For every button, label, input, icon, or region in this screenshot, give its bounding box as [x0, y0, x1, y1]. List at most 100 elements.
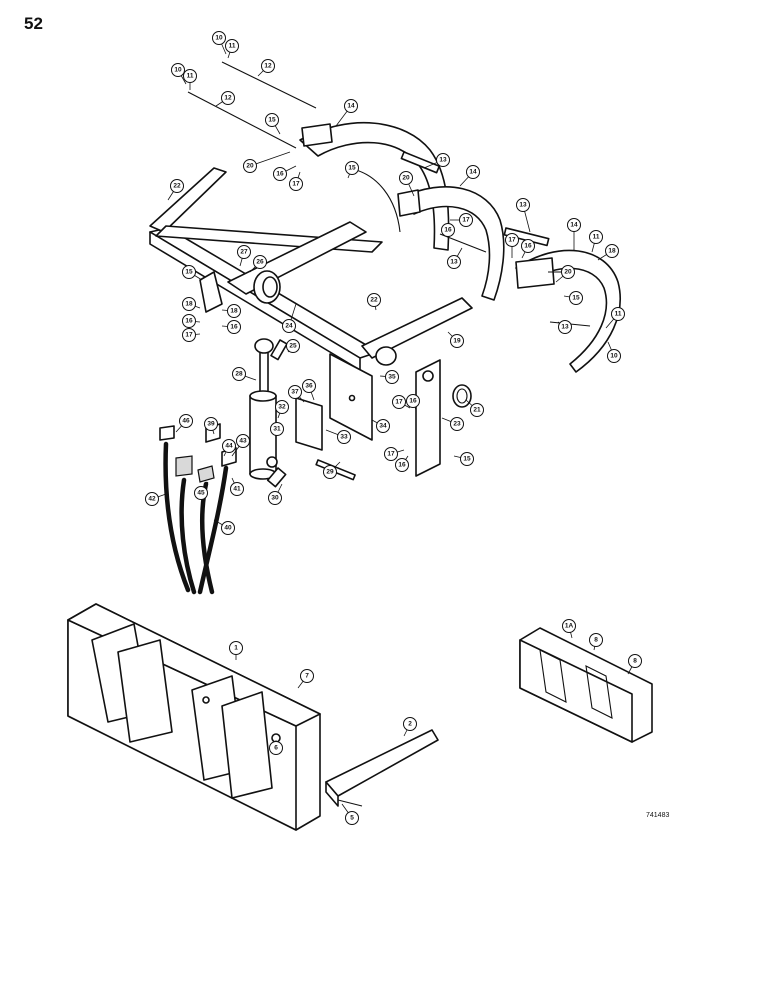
- callout-circle: [182, 265, 196, 279]
- callout-17: 17: [384, 447, 405, 461]
- callout-label: 45: [197, 490, 205, 497]
- callout-circle: [269, 741, 283, 755]
- callout-41: 41: [230, 477, 244, 496]
- callout-leader-line: [249, 151, 291, 167]
- callout-label: 27: [240, 249, 248, 256]
- callout-21: 21: [465, 399, 484, 417]
- callout-circle: [261, 59, 275, 73]
- callout-label: 30: [271, 495, 279, 502]
- callout-label: 10: [215, 35, 223, 42]
- callout-10: 10: [171, 63, 187, 85]
- callout-7: 7: [297, 669, 314, 689]
- callout-label: 16: [185, 318, 193, 325]
- callout-label: 43: [239, 438, 247, 445]
- callout-circle: [561, 265, 575, 279]
- callout-circle: [460, 452, 474, 466]
- callout-17: 17: [289, 171, 303, 191]
- callout-circle: [289, 177, 303, 191]
- callout-circle: [628, 654, 642, 668]
- callout-40: 40: [213, 519, 235, 535]
- page-number: 52: [24, 14, 43, 33]
- callout-43: 43: [231, 434, 250, 457]
- callout-22: 22: [167, 179, 184, 201]
- bucket-small: [519, 627, 653, 743]
- callout-circle: [392, 395, 406, 409]
- callout-31: 31: [270, 422, 284, 436]
- callout-15: 15: [182, 265, 203, 281]
- callout-label: 17: [462, 217, 470, 224]
- callout-25: 25: [286, 339, 300, 353]
- callout-label: 42: [148, 496, 156, 503]
- callout-circle: [466, 165, 480, 179]
- callout-circle: [227, 304, 241, 318]
- callout-37: 37: [288, 385, 305, 403]
- callout-label: 22: [370, 297, 378, 304]
- callout-label: 29: [326, 469, 334, 476]
- callout-circle: [589, 230, 603, 244]
- callout-28: 28: [232, 367, 257, 381]
- callout-14: 14: [567, 218, 581, 250]
- callout-16: 16: [221, 320, 241, 334]
- callout-label: 32: [278, 404, 286, 411]
- callout-label: 19: [453, 338, 461, 345]
- callout-circle: [470, 403, 484, 417]
- mounting-plate-and-bracket: [295, 353, 472, 477]
- callout-label: 40: [224, 525, 232, 532]
- callout-label: 20: [246, 163, 254, 170]
- callout-2: 2: [403, 717, 417, 737]
- drawing-number: 741483: [646, 812, 670, 819]
- tine-middle: [397, 186, 505, 301]
- callout-16: 16: [395, 455, 409, 472]
- callout-label: 14: [469, 169, 477, 176]
- callout-circle: [286, 339, 300, 353]
- callout-8: 8: [627, 654, 642, 675]
- callout-circle: [171, 63, 185, 77]
- callout-16: 16: [273, 165, 297, 181]
- callout-label: 2: [408, 721, 412, 728]
- callout-18: 18: [221, 304, 241, 318]
- callout-13: 13: [423, 153, 450, 169]
- callout-label: 8: [594, 637, 598, 644]
- callout-14: 14: [335, 99, 358, 127]
- callout-label: 15: [185, 269, 193, 276]
- callout-circle: [516, 198, 530, 212]
- callout-12: 12: [257, 59, 275, 77]
- callout-circle: [605, 244, 619, 258]
- callout-circle: [395, 458, 409, 472]
- callout-16: 16: [406, 394, 420, 411]
- callout-16: 16: [521, 239, 535, 259]
- callout-46: 46: [175, 414, 193, 433]
- callout-circle: [569, 291, 583, 305]
- callout-label: 20: [564, 269, 572, 276]
- callout-15: 15: [563, 291, 583, 305]
- callout-circle: [183, 69, 197, 83]
- callout-1A: 1A: [562, 619, 576, 639]
- callout-20: 20: [243, 151, 291, 173]
- callout-circle: [232, 367, 246, 381]
- callout-20: 20: [399, 171, 415, 197]
- tine-right: [515, 249, 621, 373]
- callout-circle: [384, 447, 398, 461]
- callout-label: 25: [289, 343, 297, 350]
- callout-label: 13: [439, 157, 447, 164]
- callout-6: 6: [269, 740, 283, 755]
- callout-label: 31: [273, 426, 281, 433]
- callout-circle: [447, 255, 461, 269]
- callout-circle: [282, 319, 296, 333]
- callout-circle: [182, 297, 196, 311]
- hydraulic-cylinder: [249, 338, 278, 480]
- callout-circle: [227, 320, 241, 334]
- callout-circle: [450, 417, 464, 431]
- callout-circle: [212, 31, 226, 45]
- callout-39: 39: [204, 417, 218, 435]
- callout-11: 11: [183, 69, 197, 90]
- callout-circle: [253, 255, 267, 269]
- fork-tine: [325, 729, 439, 807]
- callout-label: 28: [235, 371, 243, 378]
- callout-17: 17: [450, 213, 473, 227]
- callout-circle: [170, 179, 184, 193]
- callout-label: 1A: [565, 623, 574, 630]
- callout-label: 44: [225, 443, 233, 450]
- callout-label: 16: [524, 243, 532, 250]
- callout-label: 11: [615, 311, 622, 318]
